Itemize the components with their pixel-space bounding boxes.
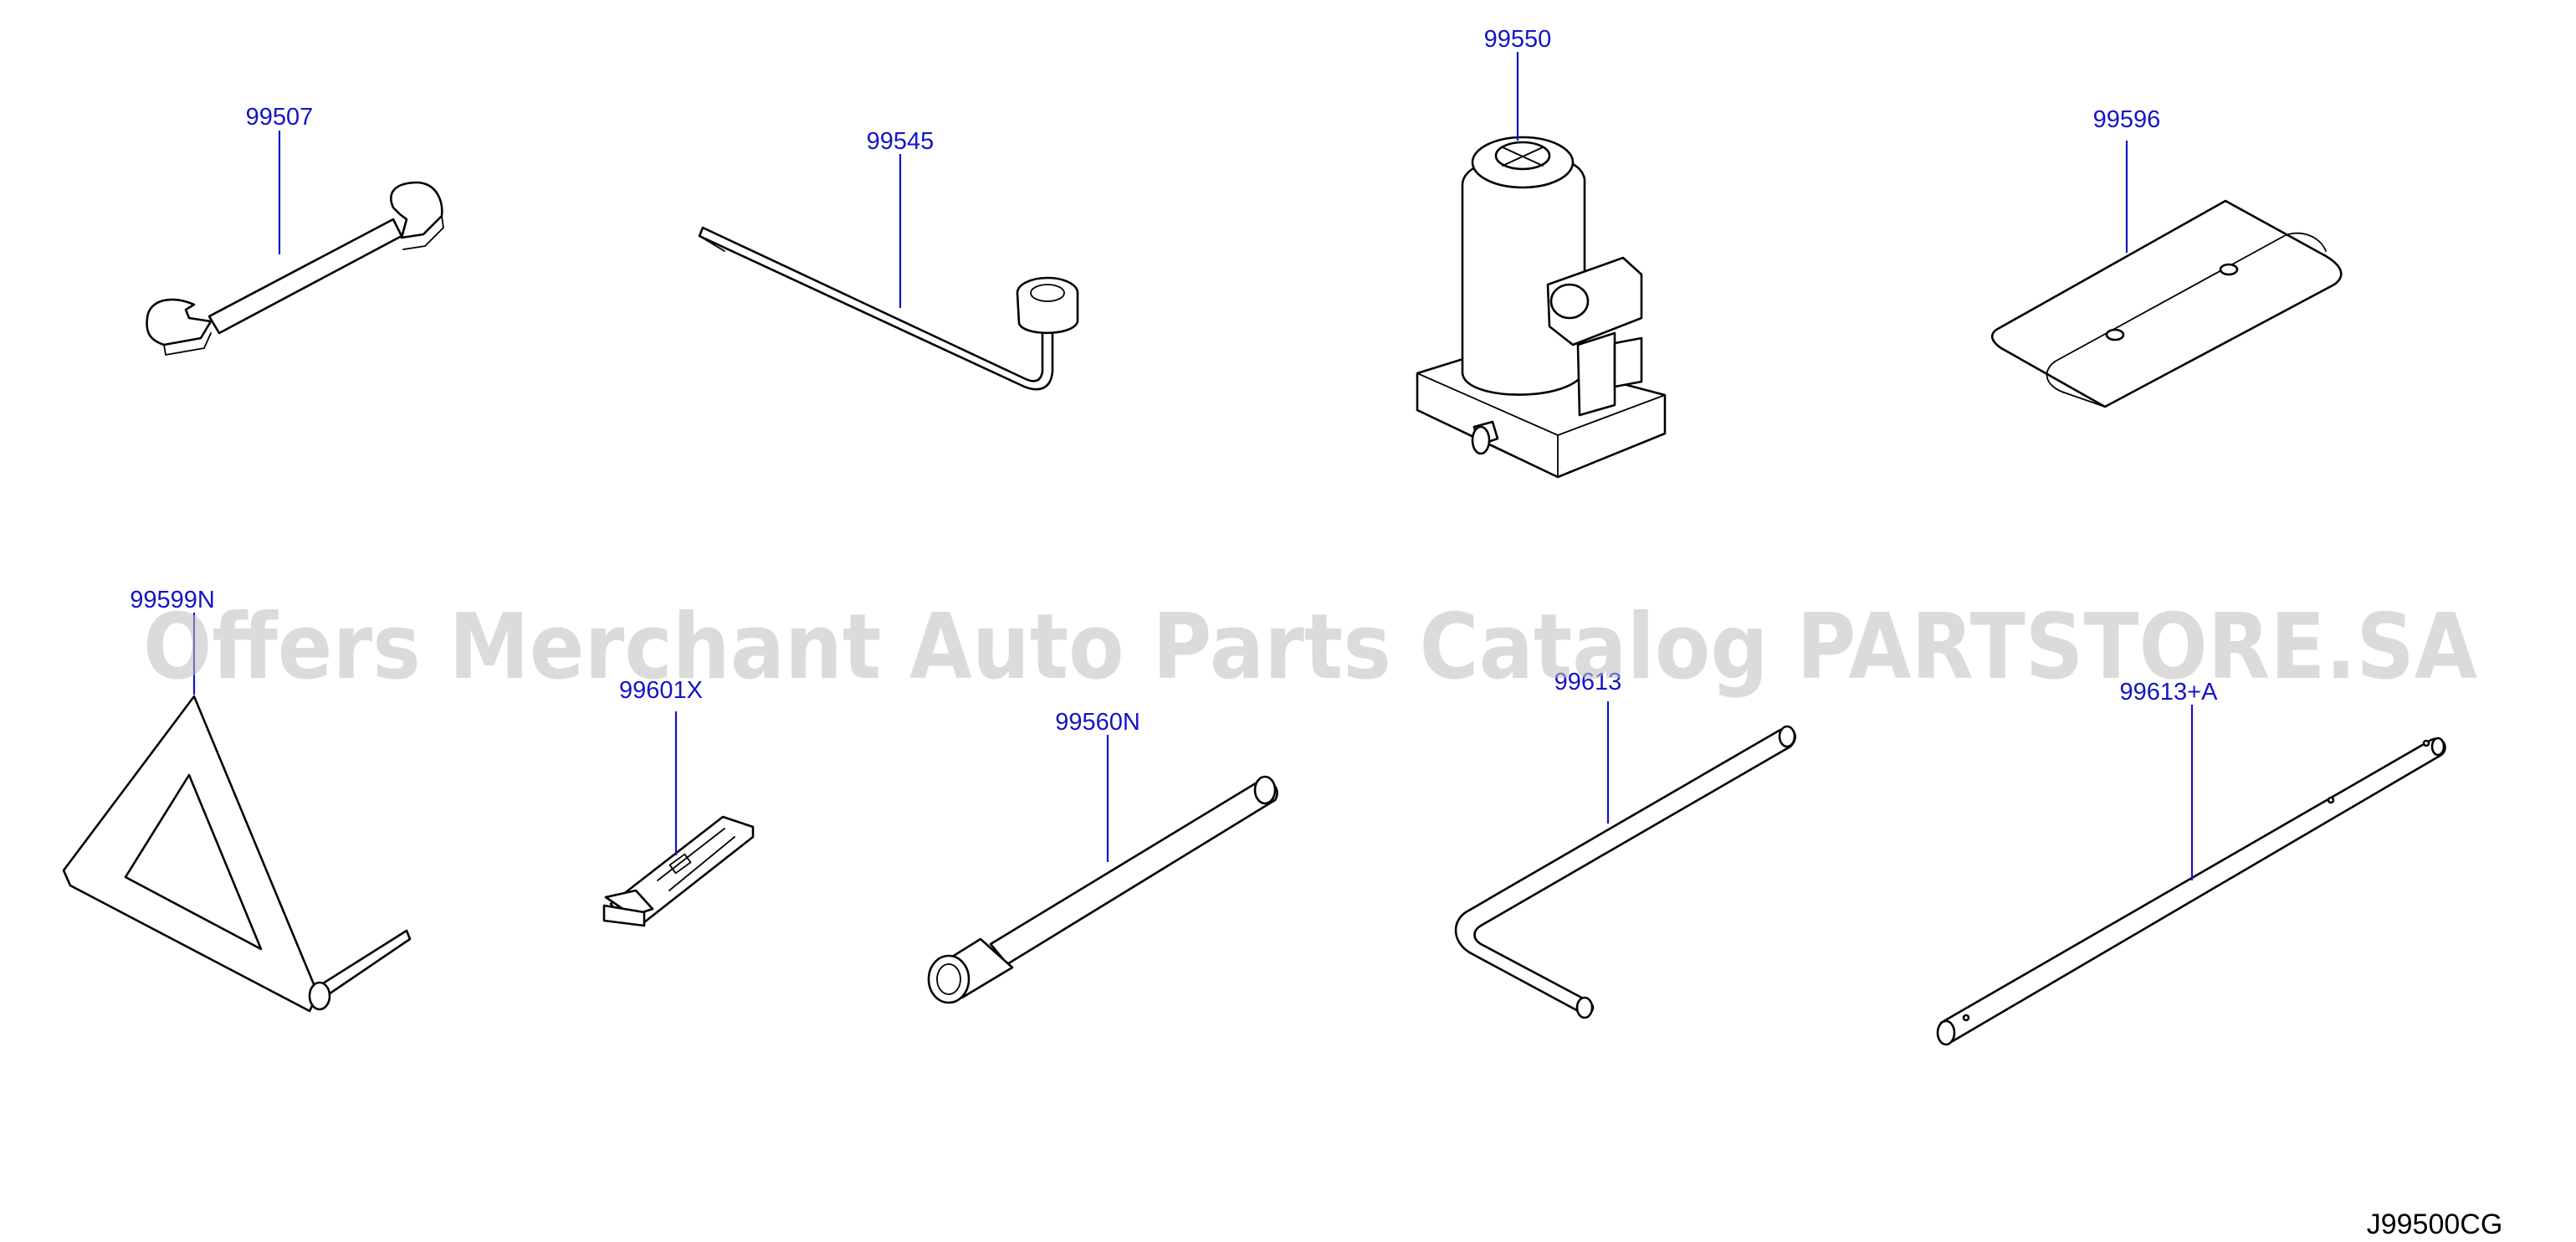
socket-bar-icon	[927, 775, 1278, 1004]
part-number-99599N: 99599N	[130, 587, 215, 613]
part-callout-99507[interactable]: 99507	[246, 104, 314, 254]
part-callout-99545[interactable]: 99545	[867, 128, 935, 308]
part-callout-99599N[interactable]: 99599N	[130, 587, 215, 695]
part-number-99596: 99596	[2093, 106, 2161, 133]
tool-bag-icon	[1990, 199, 2343, 408]
part-number-99507: 99507	[246, 104, 314, 131]
part-number-99545: 99545	[867, 128, 935, 155]
part-callout-99613+A[interactable]: 99613+A	[2120, 679, 2219, 880]
part-number-99601X: 99601X	[619, 677, 703, 704]
extension-rod-icon	[1936, 736, 2446, 1046]
warning-triangle-icon	[62, 695, 412, 1013]
towing-hook-icon	[602, 815, 755, 927]
part-number-99560N: 99560N	[1055, 709, 1140, 736]
part-callout-99560N[interactable]: 99560N	[1055, 709, 1140, 862]
part-callout-99550[interactable]: 99550	[1484, 26, 1552, 141]
watermark-text: Offers Merchant Auto Parts Catalog PARTS…	[143, 595, 2477, 700]
bottle-jack-icon	[1416, 136, 1667, 479]
part-callout-99596[interactable]: 99596	[2093, 106, 2161, 253]
wheel-nut-wrench-icon	[698, 226, 1079, 391]
part-number-99613+A: 99613+A	[2120, 679, 2219, 706]
diagram-code: J99500CG	[2367, 1209, 2503, 1240]
part-number-99550: 99550	[1484, 26, 1552, 53]
open-end-wrench-icon	[146, 181, 444, 356]
part-number-99613: 99613	[1554, 669, 1622, 695]
part-callout-99613[interactable]: 99613	[1554, 669, 1622, 824]
l-handle-bar-icon	[1454, 725, 1796, 1019]
part-callout-99601X[interactable]: 99601X	[619, 677, 703, 855]
